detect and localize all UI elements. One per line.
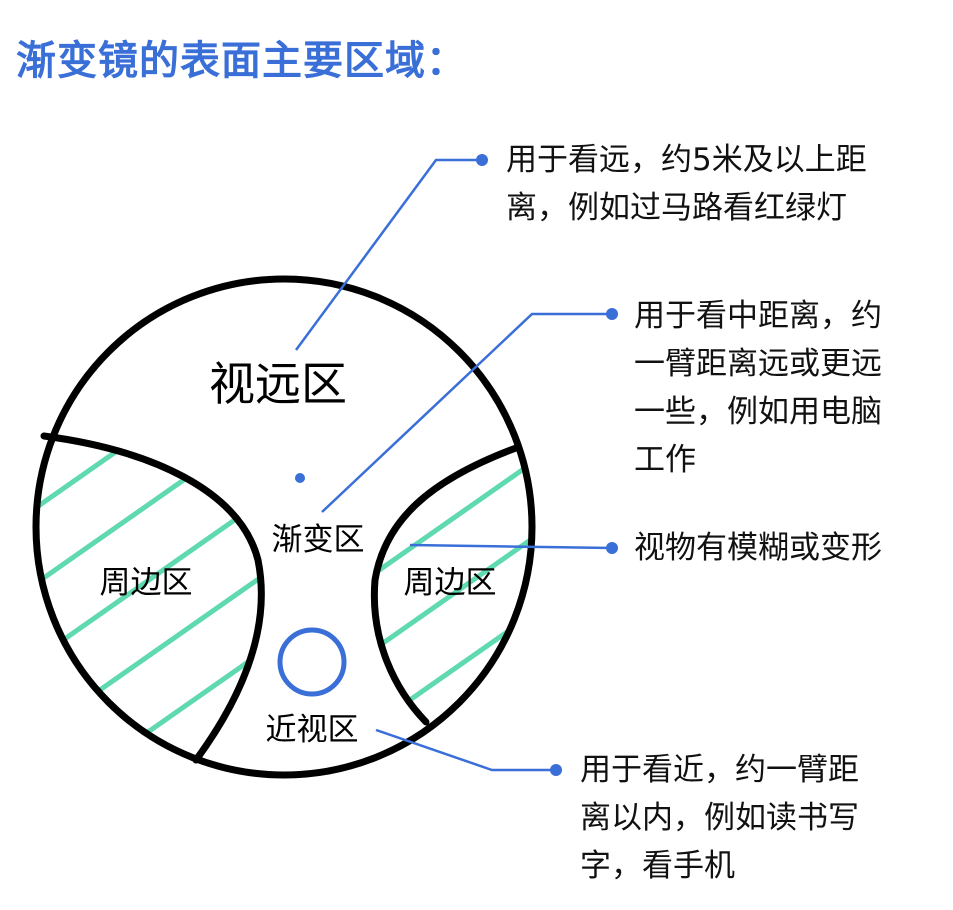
leader-far-dot [476,154,488,166]
boundary-left [40,432,265,764]
leader-progressive [321,312,612,513]
note-progressive-line-2: 一臂距离远或更远 [634,346,882,382]
note-peripheral: 视物有模糊或变形 [634,524,882,572]
leader-lines [294,158,613,772]
note-progressive-line-1: 用于看中距离，约 [634,298,882,334]
note-progressive-line-4: 工作 [634,442,696,478]
note-near-line-1: 用于看近，约一臂距 [580,752,859,788]
region-label-near: 近视区 [266,712,359,748]
note-near-line-3: 字，看手机 [580,848,735,884]
page-title: 渐变镜的表面主要区域： [16,38,467,84]
leader-dots [476,154,618,776]
region-label-peripheral-right: 周边区 [404,565,497,601]
note-progressive: 用于看中距离，约 一臂距离远或更远 一些，例如用电脑 工作 [634,292,882,484]
leader-progressive-dot [606,308,618,320]
leader-near-dot [550,764,562,776]
region-label-peripheral-left: 周边区 [100,565,193,601]
leader-peripheral-dot [606,542,618,554]
near-circle-marker [277,627,347,697]
region-label-far: 视远区 [209,357,347,411]
far-point-marker [295,473,305,483]
note-near: 用于看近，约一臂距 离以内，例如读书写 字，看手机 [580,746,859,890]
note-near-line-2: 离以内，例如读书写 [580,800,859,836]
note-far-line-2: 离，例如过马路看红绿灯 [506,190,847,226]
note-far-line-1: 用于看远，约5米及以上距 [506,142,867,178]
boundary-right [370,444,520,726]
region-label-progressive: 渐变区 [272,522,365,558]
leader-peripheral [409,543,613,550]
note-peripheral-line-1: 视物有模糊或变形 [634,530,882,566]
leader-far [294,158,482,351]
note-progressive-line-3: 一些，例如用电脑 [634,394,882,430]
leader-near [375,728,556,772]
note-far: 用于看远，约5米及以上距 离，例如过马路看红绿灯 [506,136,867,232]
lens-outline [32,275,536,779]
